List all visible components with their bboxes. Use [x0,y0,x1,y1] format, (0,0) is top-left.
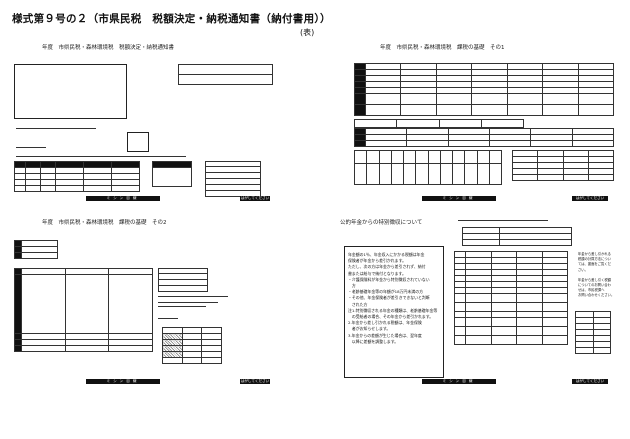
para-line: 方 [348,283,356,289]
para-line: ・その他、年金保険者が差引きできないと判断 [348,295,430,301]
separator-bar-4: ミシン目線 [422,379,496,384]
stamp-box [127,132,149,152]
tax-amount-table [14,161,140,192]
note-line: についてのお問い合わ [578,283,611,288]
panel-1-title: 年度 市県民税・森林環境税 税額決定・納税通知書 [42,45,175,51]
deduction-table [353,119,525,128]
panel-4-title: 公的年金からの特別徴収について [340,220,423,226]
panel-3-title: 年度 市県民税・森林環境税 課税の基礎 その2 [42,220,167,226]
note-line: 年金から差し引く税額 [578,277,611,282]
para-line: 者がお知らせします。 [348,326,391,332]
side-label: (表) [300,28,315,37]
tear-label-2: はがしてください [572,196,608,201]
separator-bar-1: ミシン目線 [86,196,160,201]
para-line: ただし、次の方は年金から差引されず、納付 [348,264,426,270]
note-line: 税額の計算方法につい [578,257,611,262]
spouse-table [511,150,615,181]
doc-title: 様式第９号の２（市県民税 税額決定・納税通知書（納付書用）） [12,13,331,25]
income-table [354,63,615,116]
tear-label-4: はがしてください [572,379,608,384]
para-line: 書または給与で納付となります。 [348,270,406,276]
address-box [14,64,127,119]
name-table [14,240,58,259]
note-line: さい。 [578,267,588,272]
side-table [575,311,611,354]
para-line: 2.年金から差し引かれる税額は、年金保険 [348,320,422,326]
para-line: ・介護保険料が年金から特別徴収されていない [348,276,430,282]
para-line: 年金額の1％、年金収入にかかる税額は年金 [348,252,425,257]
reduction-table [158,268,208,292]
note-line: ては、裏面をご覧くだ [578,262,611,267]
tear-label-1: はがしてください [240,196,270,201]
deduction-detail-table [354,128,615,147]
due-date-table [152,161,192,187]
right-note: 年金から差し引かれる 税額の計算方法につい ては、裏面をご覧くだ さい。 年金か… [578,252,624,299]
separator-bar-2: ミシン目線 [422,196,496,201]
para-line: 以降に差額を調整します。 [348,338,399,344]
taxpayer-info-table [178,64,273,85]
para-line: 注1.特別徴収される年金の種類は、老齢基礎年金等 [348,307,438,313]
para-line: の受給者の場合、その年金から差引かれます。 [348,314,434,320]
para-line: された方 [348,301,368,307]
para-line: 保険者が年金から差引かれます。 [348,258,406,264]
income-detail-table [14,268,153,352]
tear-label-3: はがしてください [240,379,270,384]
withholding-table [454,251,568,345]
para-line: ・老齢基礎年金等の年額が18万円未満の方 [348,289,423,295]
separator-bar-3: ミシン目線 [86,379,160,384]
note-line: 年金から差し引かれる [578,252,611,256]
summary-table [205,161,261,197]
adjustment-table [162,327,222,364]
explanation-text: 年金額の1％、年金収入にかかる税額は年金 保険者が年金から差引かれます。 ただし… [348,252,444,345]
explanation-box [344,246,444,378]
para-line: 3.年金からの差額が生じた場合は、翌年度 [348,332,422,338]
note-line: せは、市民税課へ [578,288,605,293]
pension-info-table [462,227,572,246]
dependents-table [353,150,503,185]
note-line: お問い合わせください。 [578,293,615,298]
panel-2-title: 年度 市県民税・森林環境税 課税の基礎 その1 [380,45,505,51]
